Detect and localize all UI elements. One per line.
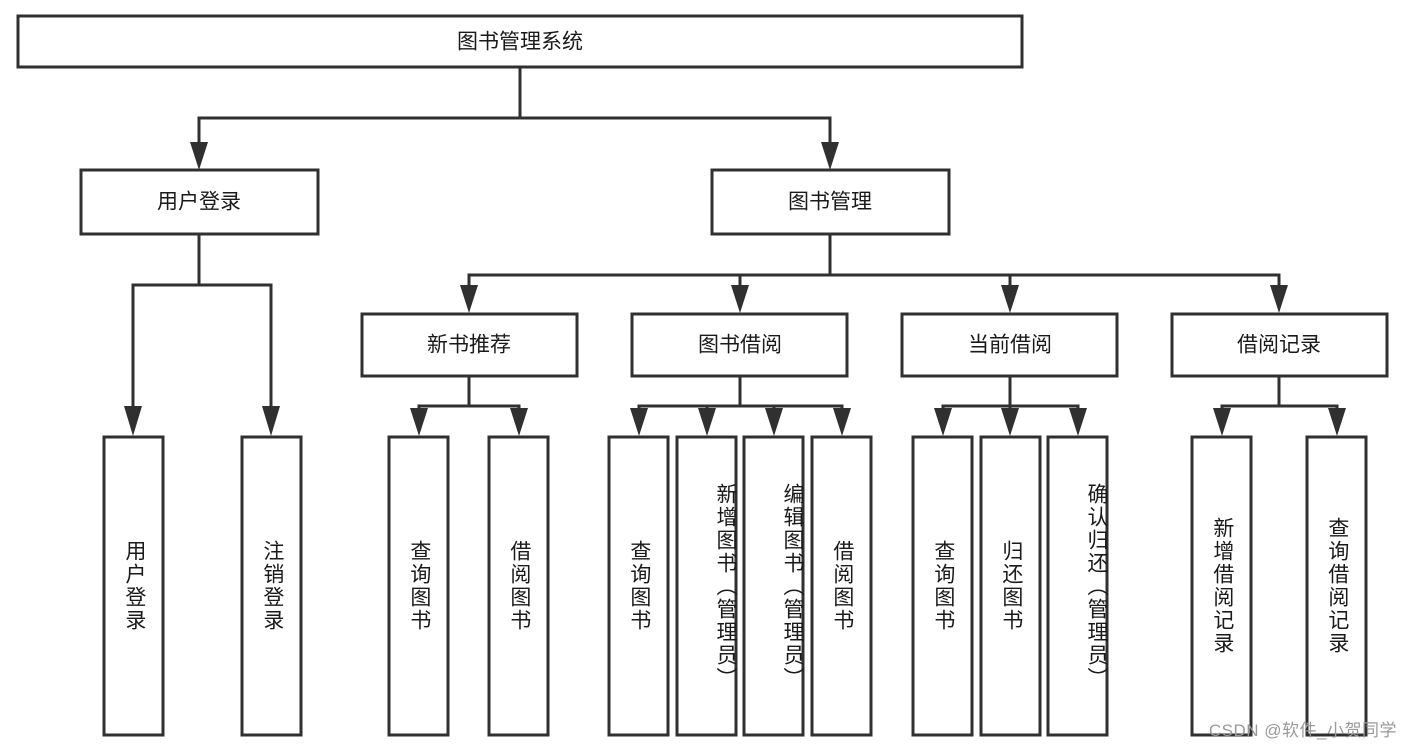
arrow-head-bookborrow-leaf-4 bbox=[833, 408, 851, 436]
node-box-leaf-user-login[interactable] bbox=[102, 435, 165, 737]
connector-group-bookborrow bbox=[630, 374, 851, 436]
arrow-head-currentborrow-leaf-3 bbox=[1069, 408, 1087, 436]
node-box-user-login[interactable] bbox=[79, 168, 320, 236]
node-box-leaf-confirm-return[interactable] bbox=[1046, 435, 1109, 737]
node-label-user-login: 用户登录 bbox=[157, 191, 241, 214]
node-box-leaf-query-record[interactable] bbox=[1305, 435, 1368, 737]
arrow-head-bookborrow-leaf-1 bbox=[630, 408, 648, 436]
arrow-head-bookborrow bbox=[731, 285, 749, 313]
connector-group-borrowrecord bbox=[1213, 374, 1346, 436]
connector-group-bookmgmt bbox=[460, 232, 1288, 313]
node-box-leaf-borrow-book-2[interactable] bbox=[810, 435, 873, 737]
arrow-head-borrowrecord-leaf-2 bbox=[1328, 408, 1346, 436]
connector-group-currentborrow bbox=[934, 374, 1087, 436]
node-box-leaf-query-book-2[interactable] bbox=[607, 435, 670, 737]
arrow-head-userlogin bbox=[190, 142, 208, 170]
node-label-book-borrow: 图书借阅 bbox=[698, 334, 782, 357]
arrow-head-newbook-leaf-2 bbox=[510, 408, 528, 436]
arrow-head-user-login-leaf bbox=[124, 406, 142, 436]
node-box-leaf-query-book-1[interactable] bbox=[387, 435, 450, 737]
node-box-leaf-return-book[interactable] bbox=[979, 435, 1042, 737]
arrow-head-borrowrecord-leaf-1 bbox=[1213, 408, 1231, 436]
node-label-new-book-recommend: 新书推荐 bbox=[427, 334, 511, 357]
arrow-head-currentborrow-leaf-1 bbox=[934, 408, 952, 436]
watermark-text: CSDN @软件_小贺同学 bbox=[1208, 721, 1397, 740]
connector-group-userlogin bbox=[124, 232, 280, 436]
arrow-head-newbook bbox=[460, 285, 478, 313]
node-box-leaf-add-record[interactable] bbox=[1190, 435, 1253, 737]
node-label-borrow-record: 借阅记录 bbox=[1237, 334, 1321, 357]
arrow-head-logout-leaf bbox=[262, 406, 280, 436]
arrow-head-newbook-leaf-1 bbox=[410, 408, 428, 436]
arrow-head-currentborrow-leaf-2 bbox=[1001, 408, 1019, 436]
node-box-leaf-query-book-3[interactable] bbox=[911, 435, 974, 737]
node-label-book-management: 图书管理 bbox=[788, 191, 872, 214]
node-box-leaf-add-book[interactable] bbox=[675, 435, 738, 737]
node-box-book-management[interactable] bbox=[710, 168, 951, 236]
node-box-leaf-logout[interactable] bbox=[240, 435, 303, 737]
arrow-head-bookmgmt bbox=[821, 142, 839, 170]
node-box-current-borrow[interactable] bbox=[900, 312, 1119, 378]
node-box-leaf-borrow-book-1[interactable] bbox=[487, 435, 550, 737]
node-box-new-book-recommend[interactable] bbox=[360, 312, 579, 378]
node-box-book-borrow[interactable] bbox=[630, 312, 849, 378]
node-label-root: 图书管理系统 bbox=[457, 31, 583, 54]
connector-group-root bbox=[190, 65, 839, 170]
node-box-leaf-edit-book[interactable] bbox=[742, 435, 805, 737]
node-box-borrow-record[interactable] bbox=[1170, 312, 1389, 378]
arrow-head-bookborrow-leaf-3 bbox=[765, 408, 783, 436]
arrow-head-borrowrecord bbox=[1270, 285, 1288, 313]
arrow-head-bookborrow-leaf-2 bbox=[698, 408, 716, 436]
arrow-head-currentborrow bbox=[1001, 285, 1019, 313]
node-box-root[interactable] bbox=[16, 14, 1024, 69]
node-label-current-borrow: 当前借阅 bbox=[968, 334, 1052, 357]
connector-group-newbook bbox=[410, 374, 528, 436]
